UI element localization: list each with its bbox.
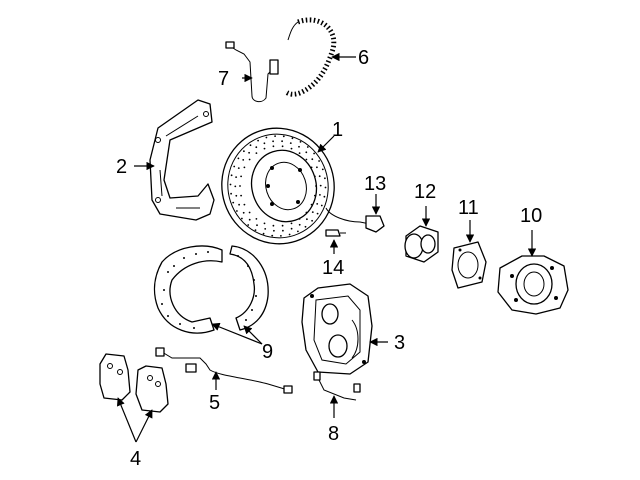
splash-shield-part-2 — [149, 99, 215, 221]
rotor-drill-holes — [229, 135, 327, 237]
callout-10: 10 — [520, 205, 542, 227]
hub-plate-part-11 — [451, 241, 487, 289]
wheel-bearing-part-12 — [404, 225, 439, 263]
brake-hose-part-6 — [284, 17, 337, 98]
callout-11: 11 — [458, 197, 479, 219]
callout-2: 2 — [116, 156, 127, 178]
parking-brake-shoes-part-9 — [153, 245, 269, 334]
brake-line-part-5 — [155, 347, 293, 394]
brake-line-part-7 — [225, 41, 279, 103]
shoe-rivets — [161, 251, 257, 329]
callout-9: 9 — [262, 341, 273, 363]
callout-5: 5 — [209, 392, 220, 414]
callout-3: 3 — [394, 332, 405, 354]
callout-13: 13 — [364, 173, 386, 195]
callout-6: 6 — [358, 47, 369, 69]
callout-8: 8 — [328, 423, 339, 445]
brake-caliper-part-3 — [301, 283, 373, 375]
bleeder-screw-part-14 — [325, 229, 346, 237]
callout-1: 1 — [332, 119, 343, 141]
callout-4: 4 — [130, 448, 141, 470]
callout-12: 12 — [414, 181, 436, 203]
brake-pads-part-4 — [99, 353, 169, 413]
wear-sensor-part-13 — [325, 207, 385, 233]
callout-14: 14 — [322, 257, 344, 279]
wheel-hub-part-10 — [497, 255, 569, 315]
brake-line-part-8 — [313, 371, 361, 401]
callout-7: 7 — [218, 68, 229, 90]
brake-rotor-part-1 — [221, 127, 335, 245]
